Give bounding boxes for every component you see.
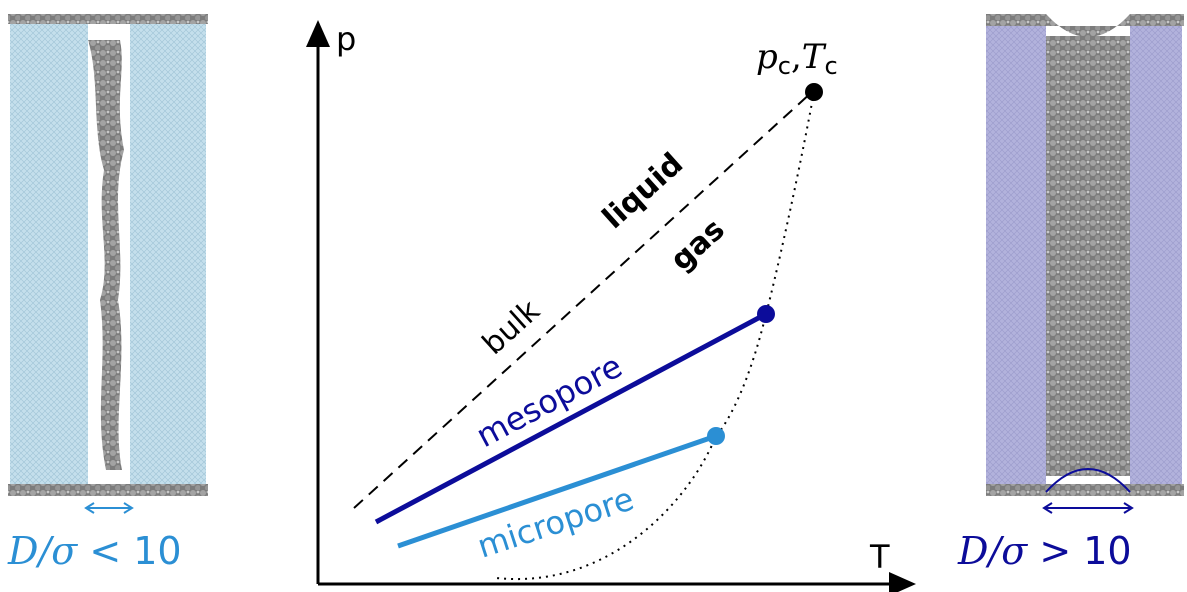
caption-right-operator: > xyxy=(1039,529,1072,573)
mesopore-line xyxy=(374,311,768,525)
critical-temperature-symbol: T xyxy=(802,37,827,77)
bulk-label: bulk xyxy=(476,293,547,362)
critical-separator: , xyxy=(791,37,802,77)
liquid-label: liquid xyxy=(596,146,690,236)
y-axis-label: p xyxy=(336,20,356,58)
left-pore-fluid xyxy=(88,40,124,470)
caption-right-value: 10 xyxy=(1083,529,1132,573)
left-wall-right xyxy=(130,20,206,492)
right-wall-left xyxy=(986,20,1046,492)
mesopore-critical-point xyxy=(757,305,775,323)
right-wall-right xyxy=(1130,20,1182,492)
gas-label: gas xyxy=(664,212,732,278)
right-bottom-particles xyxy=(986,484,1184,496)
critical-subscript-1: c xyxy=(778,52,791,80)
x-axis-label: T xyxy=(869,538,890,576)
micropore-line xyxy=(397,433,717,549)
micropore-critical-point xyxy=(707,427,725,445)
caption-right-variable: D/σ xyxy=(958,529,1028,573)
left-bottom-particles xyxy=(8,484,208,496)
right-pore-fluid xyxy=(1046,36,1130,476)
left-top-particles xyxy=(8,14,208,24)
bulk-critical-point xyxy=(805,83,823,101)
caption-left-operator: < xyxy=(89,529,122,573)
right-top-meniscus xyxy=(986,14,1184,37)
critical-pressure-symbol: p xyxy=(756,37,778,77)
critical-subscript-2: c xyxy=(824,52,837,80)
mesopore-illustration xyxy=(986,14,1184,514)
right-width-arrow xyxy=(1042,502,1134,514)
left-wall-left xyxy=(10,20,88,492)
micropore-illustration xyxy=(8,14,208,514)
caption-left-value: 10 xyxy=(133,529,182,573)
axes: p T xyxy=(306,20,916,592)
micropore-caption: D/σ < 10 xyxy=(8,532,182,570)
right-bottom-meniscus xyxy=(1045,468,1131,493)
bulk-coexistence-line xyxy=(353,91,813,509)
caption-left-variable: D/σ xyxy=(8,529,78,573)
mesopore-caption: D/σ > 10 xyxy=(958,532,1132,570)
left-width-arrow xyxy=(84,502,134,514)
critical-point-label: pc,Tc xyxy=(756,37,838,80)
